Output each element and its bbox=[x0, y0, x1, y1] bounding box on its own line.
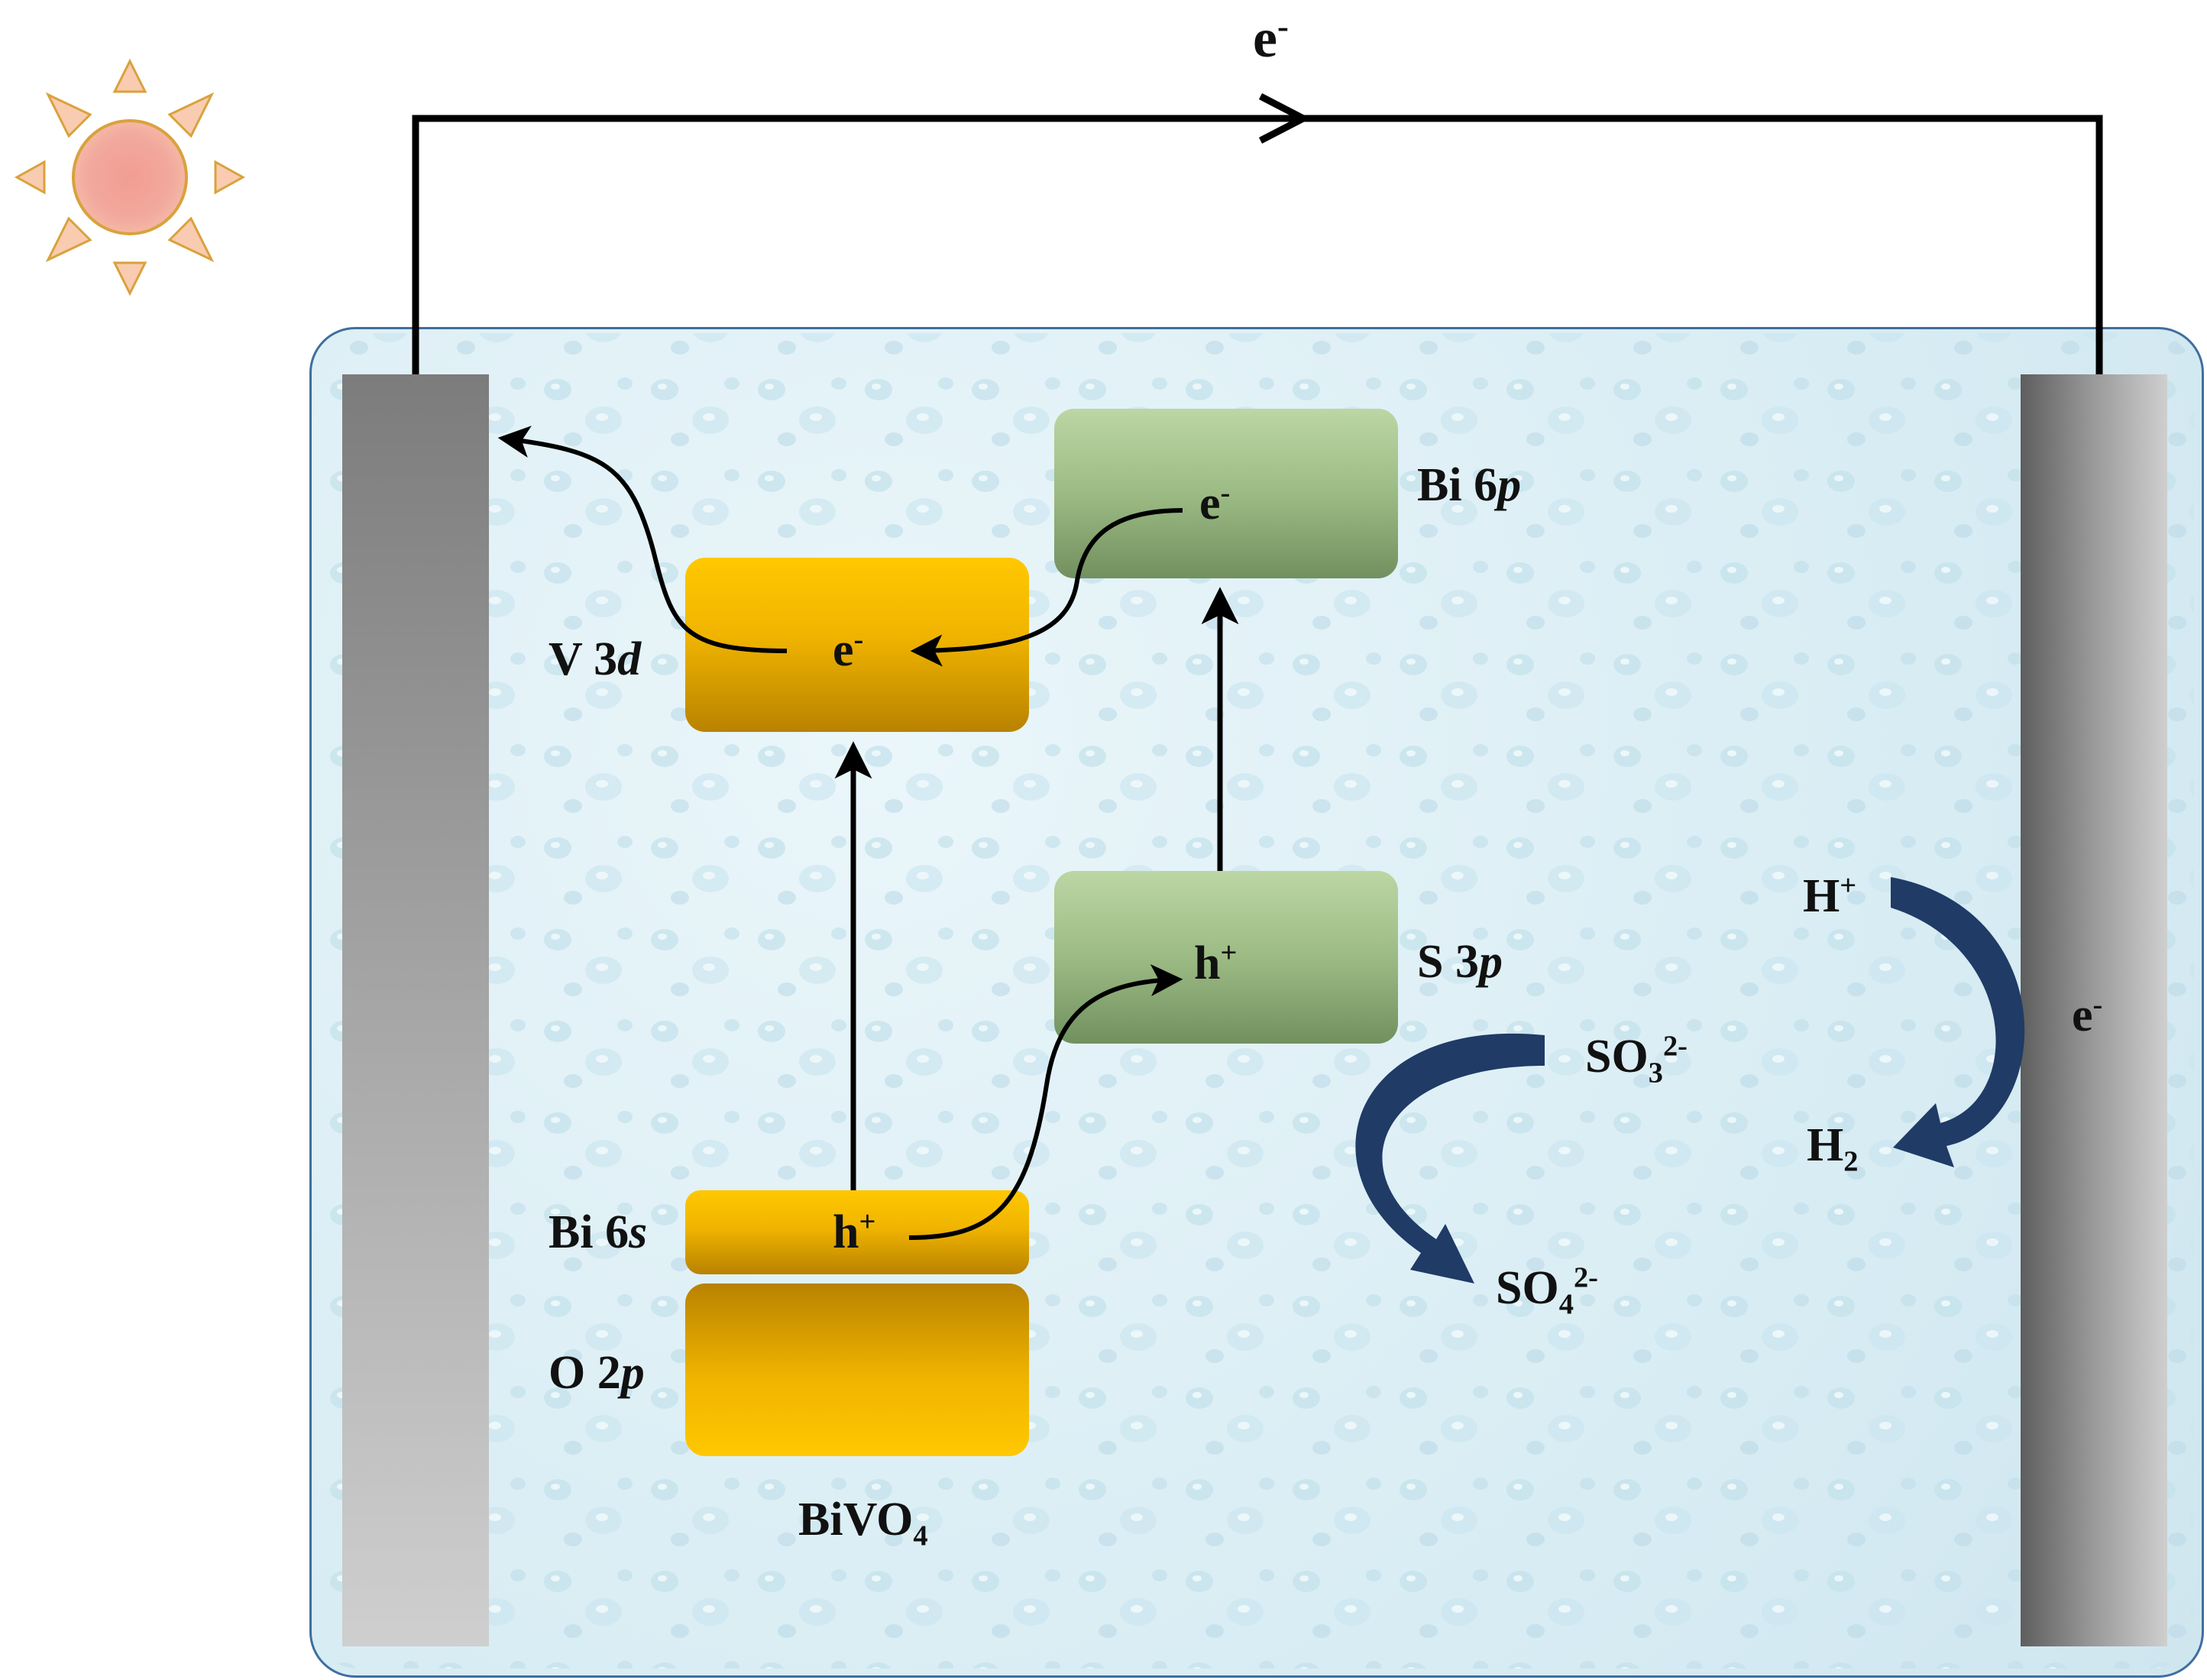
s3p-band bbox=[1054, 871, 1398, 1044]
bi6p-band bbox=[1054, 409, 1398, 578]
v3d-label: V 3d bbox=[549, 633, 642, 685]
right-electrode bbox=[2021, 374, 2167, 1646]
bi6s-band bbox=[685, 1190, 1029, 1274]
sun-icon bbox=[14, 58, 246, 296]
o2p-label: O 2p bbox=[549, 1347, 645, 1399]
o2p-band bbox=[685, 1283, 1029, 1456]
sulfite-label: SO32- bbox=[1585, 1030, 1688, 1089]
bivo4-label: BiVO4 bbox=[798, 1494, 928, 1552]
left-electrode bbox=[342, 374, 489, 1646]
electron-transfer-arrow bbox=[910, 508, 1183, 667]
external-circuit-wire bbox=[412, 93, 2103, 374]
bi6p-label: Bi 6p bbox=[1417, 459, 1522, 511]
hydrogen-label: H2 bbox=[1807, 1119, 1859, 1178]
proton-reduction-arrow bbox=[1891, 877, 2025, 1167]
s3p-hole-label: h+ bbox=[1194, 937, 1238, 989]
cb-electron-label: e- bbox=[1199, 477, 1231, 529]
proton-label: H+ bbox=[1803, 869, 1857, 922]
sulfate-label: SO42- bbox=[1496, 1261, 1598, 1321]
s3p-label: S 3p bbox=[1417, 936, 1503, 988]
circuit-electron-label: e- bbox=[1253, 7, 1289, 69]
electrode-electron-label: e- bbox=[2072, 989, 2103, 1041]
v3d-electron-label: e- bbox=[833, 623, 864, 676]
v3d-band bbox=[685, 558, 1029, 732]
bi6s-label: Bi 6s bbox=[549, 1206, 648, 1258]
electron-to-electrode-arrow bbox=[497, 426, 788, 653]
hole-transfer-arrow bbox=[908, 964, 1183, 1240]
sulfite-oxidation-arrow bbox=[1355, 1033, 1545, 1283]
bi6s-hole-label: h+ bbox=[833, 1206, 876, 1258]
